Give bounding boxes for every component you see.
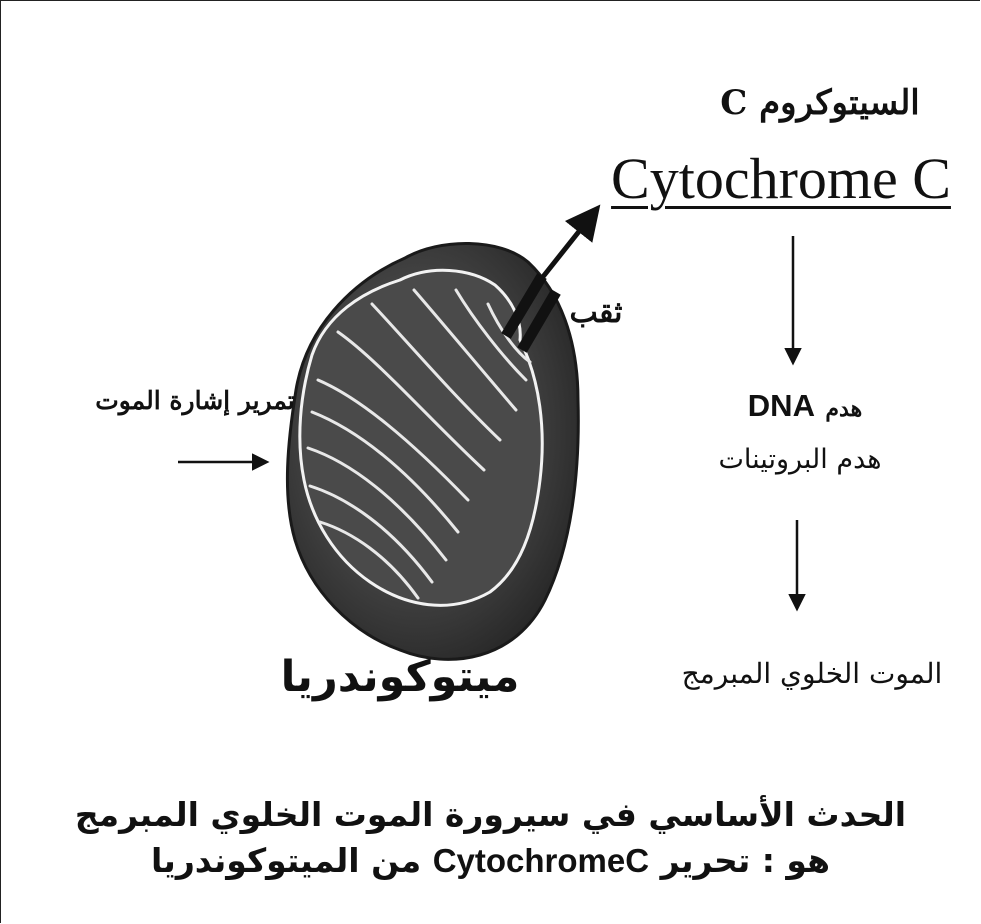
- summary-line-1: الحدث الأساسي في سيرورة الموت الخلوي الم…: [0, 798, 981, 831]
- death-signal-label: تمرير إشارة الموت: [70, 388, 320, 413]
- mitochondria-label: ميتوكوندريا: [250, 656, 550, 699]
- summary-line-2-start: هو : تحرير: [661, 841, 830, 880]
- summary-line-2-end: من الميتوكوندريا: [151, 841, 421, 880]
- dna-breakdown-prefix: هدم: [825, 396, 862, 422]
- release-arrow: [542, 210, 596, 278]
- dna-breakdown-label: هدم DNA: [720, 390, 890, 422]
- cytochrome-latin-label: Cytochrome C: [598, 150, 964, 208]
- cytochrome-arabic-label: السيتوكروم C: [700, 86, 940, 120]
- programmed-death-label: الموت الخلوي المبرمج: [662, 660, 962, 688]
- protein-breakdown-label: هدم البروتينات: [700, 446, 900, 473]
- summary-line-2: هو : تحرير CytochromeC من الميتوكوندريا: [0, 844, 981, 877]
- dna-text: DNA: [748, 388, 815, 423]
- hole-label: ثقب: [566, 298, 626, 328]
- summary-line-2-latin: CytochromeC: [433, 842, 649, 879]
